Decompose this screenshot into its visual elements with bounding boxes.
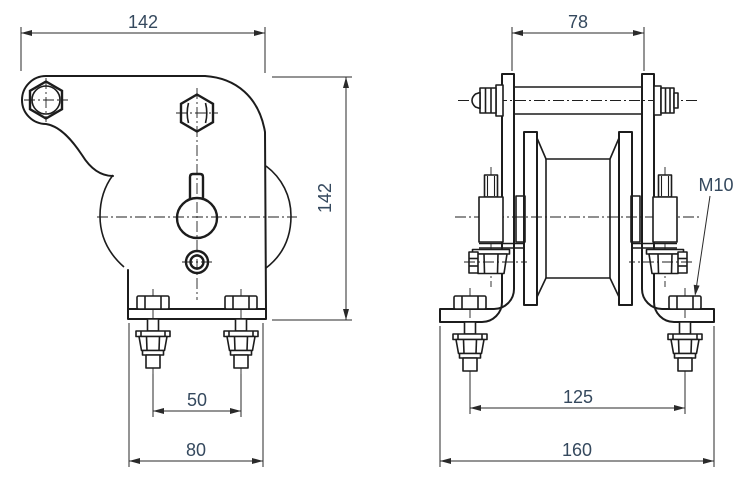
front-center-hex-nut: [179, 93, 215, 133]
dim-front-width-label: 142: [128, 12, 158, 32]
dim-front-height: 142: [272, 76, 352, 321]
dim-side-plate-gap-label: 78: [568, 12, 588, 32]
dim-front-base-width-label: 80: [186, 440, 206, 460]
side-pulley-wheel: [523, 131, 633, 306]
front-mounting-bolts: [135, 295, 259, 369]
side-mounting-bolts: [452, 295, 703, 372]
dim-side-bolt-spacing-label: 125: [563, 387, 593, 407]
dim-front-bolt-spacing: 50: [152, 374, 242, 417]
callout-m10-label: M10: [698, 175, 733, 195]
front-bracket-body: [21, 75, 267, 320]
callout-m10: M10: [693, 175, 734, 296]
dim-front-base-width: 80: [128, 323, 264, 467]
front-pulley-wheel-arcs: [99, 165, 292, 269]
dim-front-height-label: 142: [315, 183, 335, 213]
dim-side-overall-width: 160: [439, 326, 715, 467]
side-view: 78 M10 125 160: [439, 12, 734, 467]
front-mounting-plate: [127, 308, 267, 320]
wheel-flange-right: [618, 131, 633, 306]
wheel-flange-left: [523, 131, 538, 306]
dim-side-bolt-spacing: 125: [469, 374, 686, 414]
dim-side-plate-gap: 78: [511, 12, 645, 71]
front-small-ring-hole: [184, 249, 210, 275]
front-centerlines: [24, 78, 297, 374]
side-axle-bolt: [471, 84, 679, 117]
side-tension-bolts: [463, 166, 693, 288]
front-slot: [188, 172, 205, 199]
dim-side-overall-width-label: 160: [562, 440, 592, 460]
dim-front-width: 142: [20, 12, 266, 73]
front-lobe-hex-bolt: [28, 80, 64, 120]
front-view: 142 142 50 80: [20, 12, 352, 467]
dim-front-bolt-spacing-label: 50: [187, 390, 207, 410]
front-axle-hole: [175, 196, 219, 240]
side-cheek-plates: [439, 73, 715, 323]
axle-end-cap: [471, 91, 481, 110]
